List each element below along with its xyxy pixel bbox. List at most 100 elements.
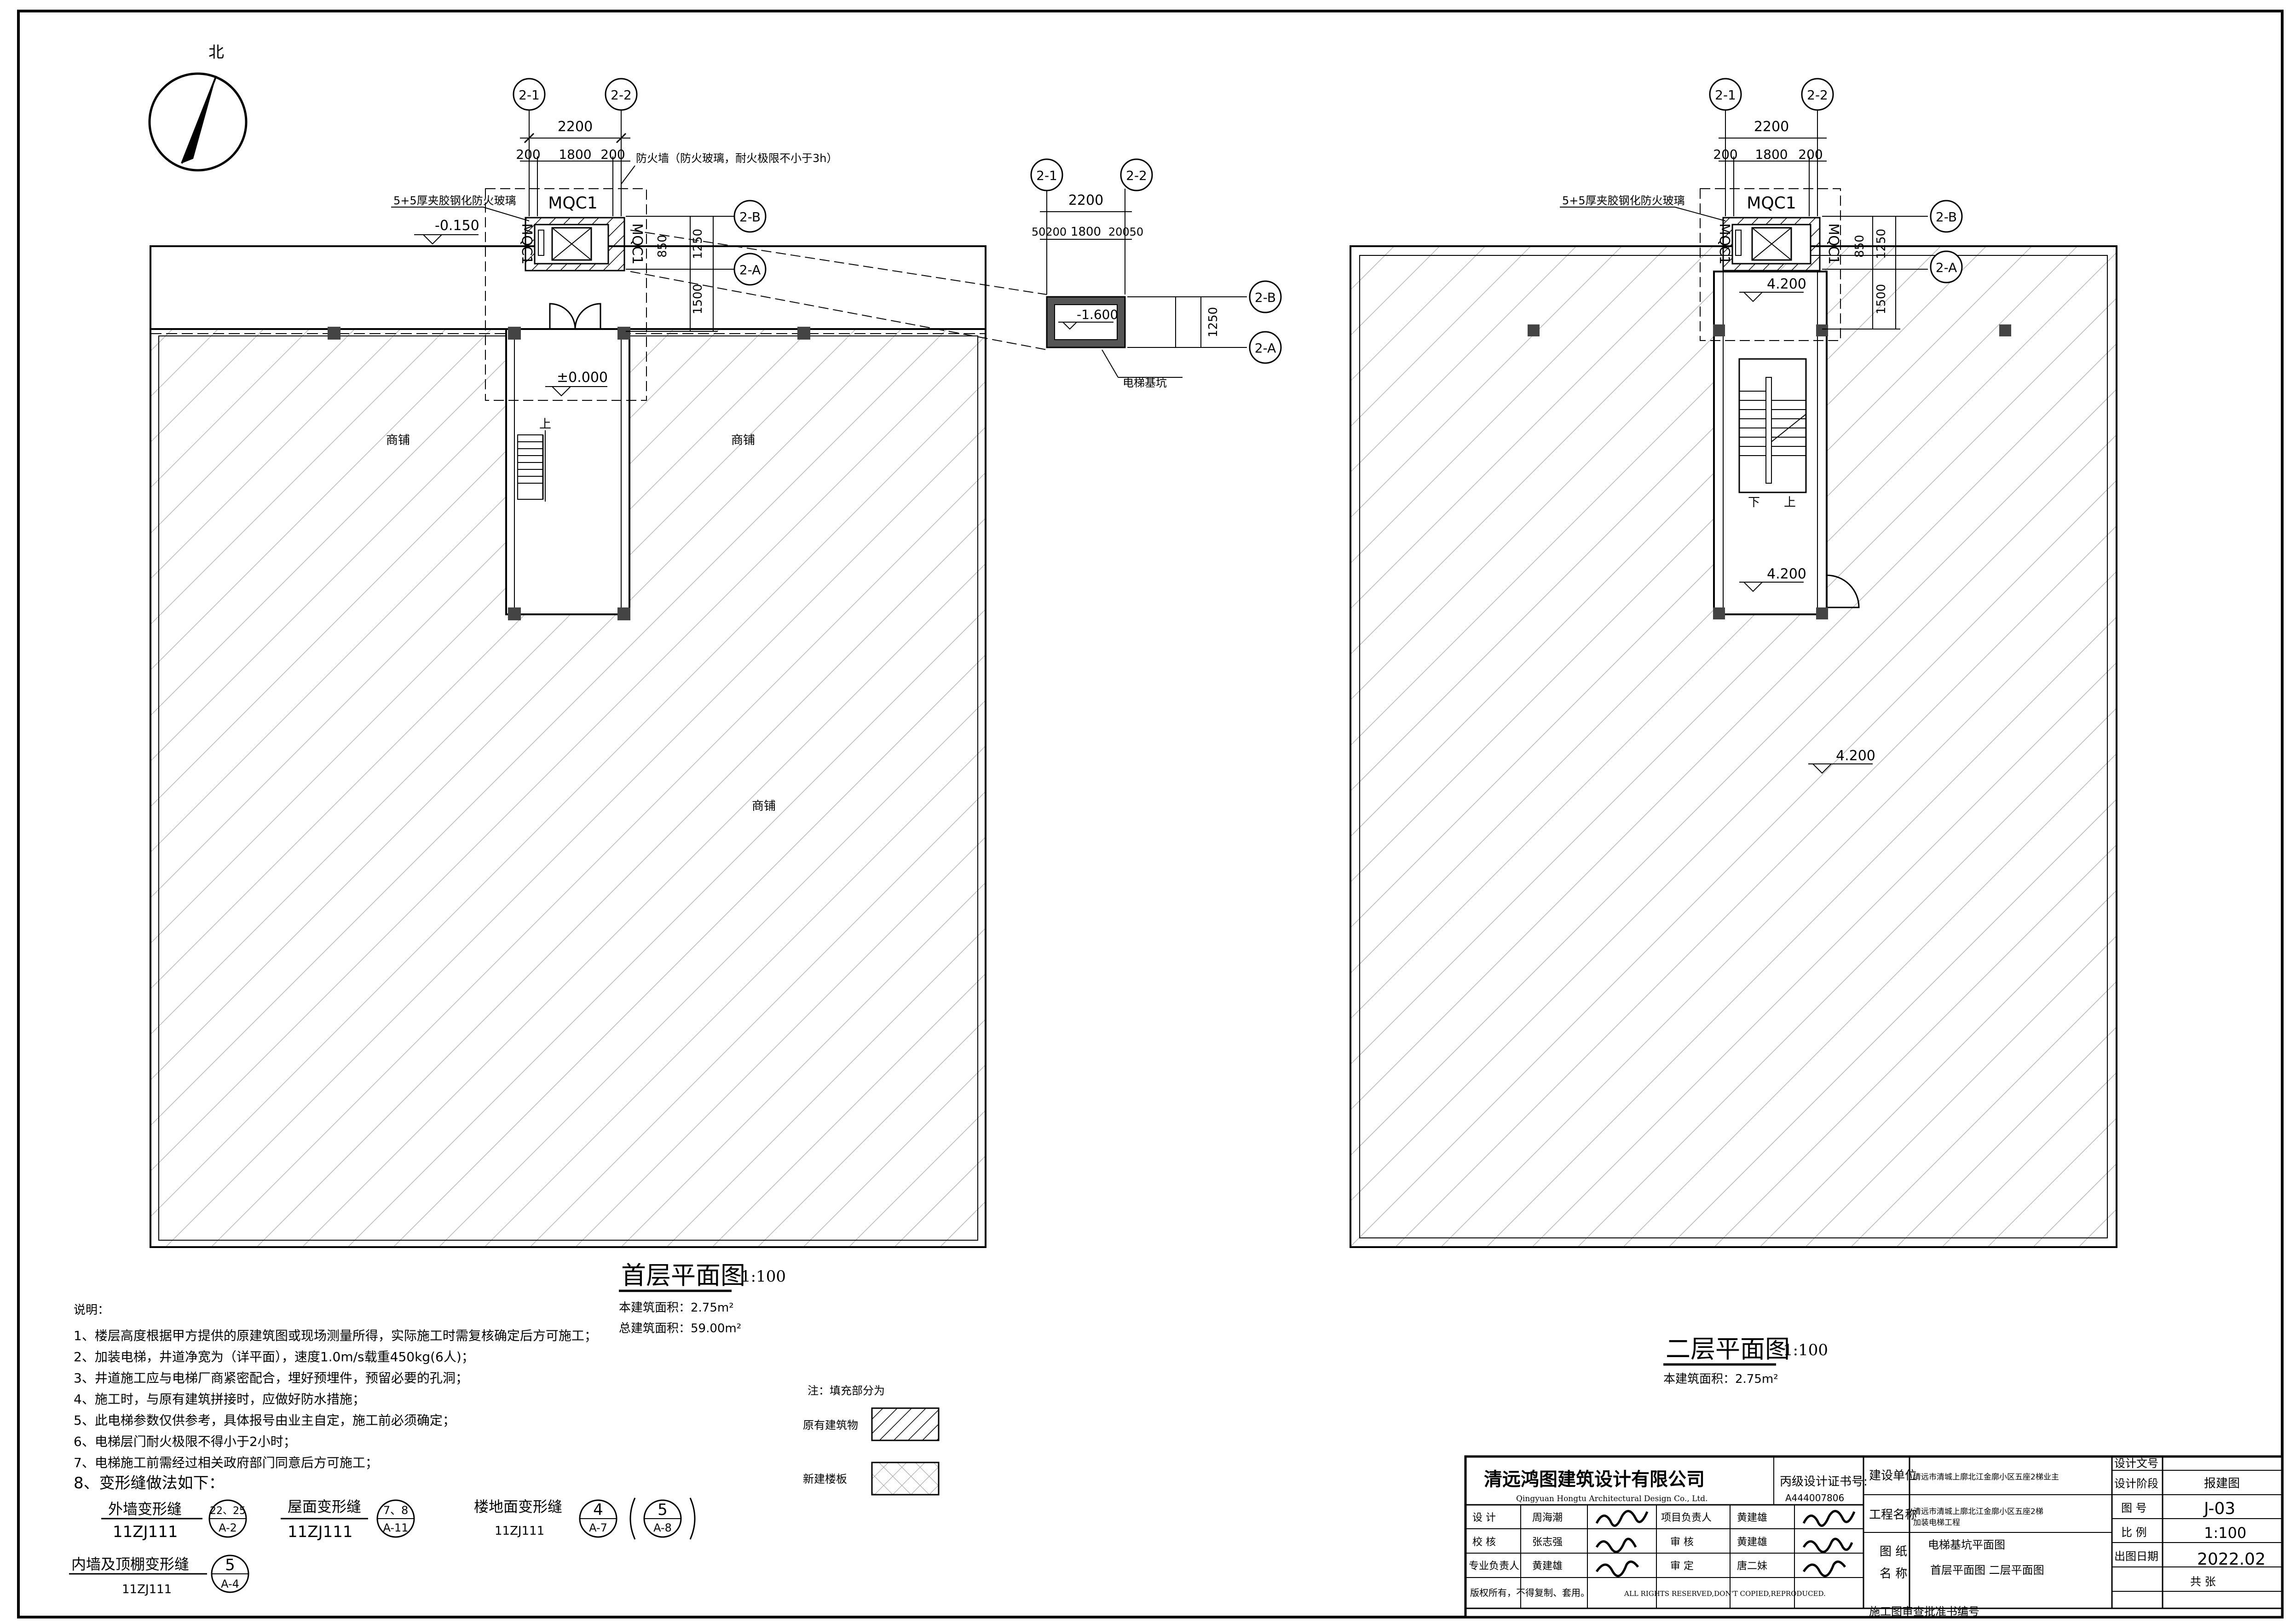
svg-text:出图日期: 出图日期 xyxy=(2114,1550,2158,1563)
dimension-top-second: 2200 200 1800 200 xyxy=(1713,97,1827,216)
svg-text:4.200: 4.200 xyxy=(1767,566,1806,582)
cert-label: 丙级设计证书号: xyxy=(1780,1475,1868,1489)
svg-text:11ZJ111: 11ZJ111 xyxy=(113,1523,178,1541)
column xyxy=(617,327,630,340)
elevator-shaft-ground xyxy=(525,217,625,272)
note-item: 2、加装电梯，井道净宽为（详平面），速度1.0m/s载重450kg(6人)； xyxy=(74,1349,474,1364)
drawing-name-2: 首层平面图 二层平面图 xyxy=(1930,1564,2044,1577)
north-arrow: 北 xyxy=(148,43,248,172)
room-label-shop-1: 商铺 xyxy=(386,433,410,447)
svg-text:2-B: 2-B xyxy=(1255,290,1276,305)
new-corridor-second xyxy=(1713,271,1828,615)
legend-existing-swatch xyxy=(871,1407,940,1441)
svg-text:工程名称: 工程名称 xyxy=(1869,1508,1917,1522)
general-notes: 说明： 1、楼层高度根据甲方提供的原建筑图或现场测量所得，实际施工时需复核确定后… xyxy=(69,1303,696,1596)
note-item: 4、施工时，与原有建筑拼接时，应做好防水措施； xyxy=(74,1392,365,1407)
joint-ref-outer-wall: 外墙变形缝 11ZJ111 22、25 A-2 xyxy=(101,1499,247,1541)
signature xyxy=(1802,1560,1846,1578)
stair-up-label: 上 xyxy=(539,417,551,431)
glass-note: 5+5厚夹胶钢化防火玻璃 xyxy=(393,194,516,207)
note-item: 1、楼层高度根据甲方提供的原建筑图或现场测量所得，实际施工时需复核确定后方可施工… xyxy=(74,1328,597,1343)
new-addition-outline xyxy=(485,188,647,401)
signature xyxy=(1595,1537,1637,1553)
new-corridor-ground xyxy=(505,328,630,615)
door-swing-second xyxy=(1826,574,1860,608)
svg-text:1500: 1500 xyxy=(691,284,705,314)
svg-text:1250: 1250 xyxy=(1875,229,1888,259)
elevation-second-1: 4.200 xyxy=(1739,276,1806,302)
svg-text:2-2: 2-2 xyxy=(611,87,632,103)
ground-area-new: 本建筑面积：2.75m² xyxy=(619,1301,734,1315)
svg-text:比 例: 比 例 xyxy=(2121,1526,2147,1539)
pit-dimension-right: 1250 xyxy=(1127,296,1247,348)
drawing-name-1: 电梯基坑平面图 xyxy=(1928,1538,2005,1551)
svg-text:设计阶段: 设计阶段 xyxy=(2114,1477,2158,1490)
svg-text:专业负责人: 专业负责人 xyxy=(1469,1560,1519,1572)
dimension-top: 2200 200 1800 200 xyxy=(516,97,630,216)
svg-text:4.200: 4.200 xyxy=(1767,276,1806,292)
column xyxy=(797,327,810,340)
svg-text:1250: 1250 xyxy=(1206,307,1220,337)
client-name: 清远市清城上廓北江金廓小区五座2梯业主 xyxy=(1913,1473,2059,1482)
note-item: 8、变形缝做法如下： xyxy=(74,1474,225,1492)
axis-2-B-pit: 2-B xyxy=(1249,280,1282,313)
svg-text:2200: 2200 xyxy=(558,119,593,135)
axis-2-A-second: 2-A xyxy=(1930,250,1963,283)
svg-text:外墙变形缝: 外墙变形缝 xyxy=(108,1500,182,1518)
svg-text:4.200: 4.200 xyxy=(1836,748,1875,764)
svg-text:5: 5 xyxy=(658,1501,668,1519)
axis-2-A-pit: 2-A xyxy=(1249,331,1282,364)
svg-text:850: 850 xyxy=(1853,235,1867,258)
legend-new-swatch xyxy=(871,1462,940,1496)
note-item: 6、电梯层门耐火极限不得小于2小时； xyxy=(74,1434,296,1449)
svg-text:11ZJ111: 11ZJ111 xyxy=(495,1524,544,1538)
svg-text:设计文号: 设计文号 xyxy=(2114,1457,2158,1470)
svg-text:唐二妹: 唐二妹 xyxy=(1737,1560,1767,1572)
svg-text:2-A: 2-A xyxy=(739,262,761,277)
elevation-top: -0.150 xyxy=(414,218,479,245)
legend-existing-label: 原有建筑物 xyxy=(803,1419,858,1432)
column xyxy=(508,607,521,620)
dimension-right-second: 850 1250 1500 xyxy=(1822,216,1928,329)
review-cert: 施工图审查批准书编号 xyxy=(1869,1605,1979,1618)
svg-text:A-7: A-7 xyxy=(589,1521,607,1534)
axis-2-1-ground: 2-1 xyxy=(513,78,546,111)
svg-text:1800: 1800 xyxy=(1071,225,1101,239)
svg-text:1800: 1800 xyxy=(559,147,591,162)
axis-2-1-pit: 2-1 xyxy=(1030,158,1063,191)
svg-text:内墙及顶棚变形缝: 内墙及顶棚变形缝 xyxy=(71,1555,189,1573)
axis-2-2-second: 2-2 xyxy=(1801,78,1834,111)
note-item: 5、此电梯参数仅供参考，具体报号由业主自定，施工前必须确定； xyxy=(74,1413,456,1428)
svg-text:2-1: 2-1 xyxy=(1715,87,1736,103)
svg-text:2-A: 2-A xyxy=(1255,341,1276,356)
svg-text:5: 5 xyxy=(225,1556,235,1574)
elevation-second-2: 4.200 xyxy=(1739,566,1806,592)
door-code-label-second: MQC1 xyxy=(1747,194,1796,213)
company-name: 清远鸿图建筑设计有限公司 xyxy=(1484,1469,1705,1490)
svg-text:4: 4 xyxy=(593,1501,603,1519)
sheet-number: J-03 xyxy=(2203,1499,2235,1518)
pit-elevation: -1.600 xyxy=(1077,307,1118,322)
svg-text:屋面变形缝: 屋面变形缝 xyxy=(288,1498,361,1515)
pit-label: 电梯基坑 xyxy=(1123,376,1167,389)
elevator-pit-detail: -1.600 电梯基坑 2200 50200 1800 20050 1250 2… xyxy=(630,158,1282,389)
svg-text:200: 200 xyxy=(1798,147,1823,162)
svg-text:2-2: 2-2 xyxy=(1126,168,1147,183)
svg-text:22、25: 22、25 xyxy=(210,1505,246,1517)
door-code-side-left-second: MQC1 xyxy=(1716,223,1732,265)
sheet-border xyxy=(17,10,2284,1618)
svg-text:200: 200 xyxy=(600,147,625,162)
title-block: 清远鸿图建筑设计有限公司 Qingyuan Hongtu Architectur… xyxy=(1464,1455,2284,1618)
svg-text:2200: 2200 xyxy=(1068,192,1103,208)
svg-text:7、8: 7、8 xyxy=(383,1504,409,1517)
copyright-cn: 版权所有，不得复制、套用。 xyxy=(1470,1587,1590,1598)
axis-2-B-second: 2-B xyxy=(1930,200,1963,233)
svg-text:850: 850 xyxy=(656,235,669,258)
svg-text:2-B: 2-B xyxy=(1936,209,1957,225)
axis-2-1-second: 2-1 xyxy=(1709,78,1742,111)
svg-text:11ZJ111: 11ZJ111 xyxy=(122,1583,172,1596)
svg-text:图 纸: 图 纸 xyxy=(1880,1545,1907,1559)
column xyxy=(328,327,340,340)
svg-text:200: 200 xyxy=(516,147,540,162)
